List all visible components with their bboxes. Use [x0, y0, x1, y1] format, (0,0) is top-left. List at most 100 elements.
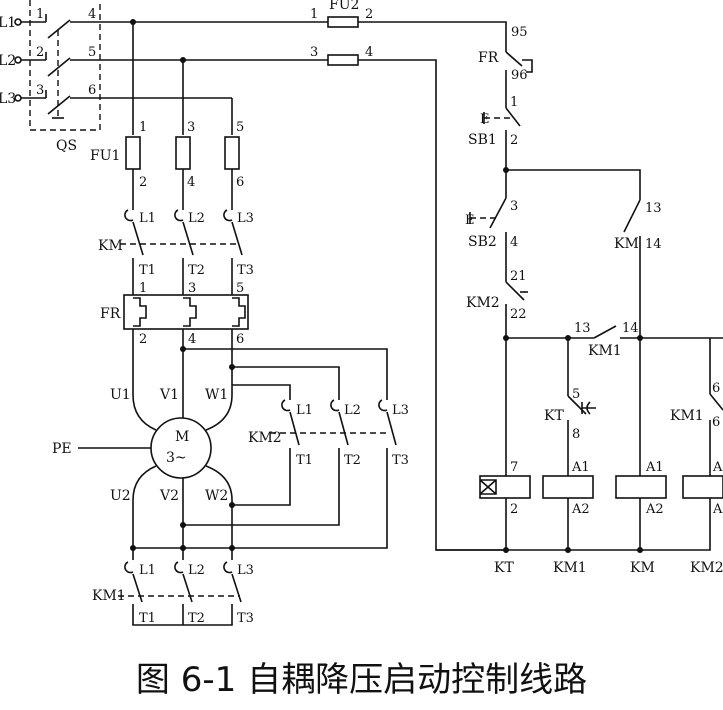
qs-pin-3: 3 — [36, 83, 44, 98]
sb1-stop-button: E SB1 1 2 — [468, 92, 521, 170]
kt-timed-contact: KT 5 8 — [544, 338, 596, 476]
fu1-pin-2: 2 — [139, 175, 147, 190]
motor-3phase: 3~ — [166, 450, 187, 466]
fu2-label: FU2 — [329, 0, 359, 13]
motor-m: M — [175, 429, 189, 445]
fr-pin-5: 5 — [236, 281, 244, 296]
km2-t2: T2 — [344, 453, 361, 468]
km1-coil-a2: A2 — [571, 502, 590, 517]
u2-label: U2 — [110, 488, 131, 504]
fr-pin-2: 2 — [139, 332, 147, 347]
qs-pin-6: 6 — [88, 83, 96, 98]
km1-t1: T1 — [139, 611, 156, 626]
fu2-pin-2: 2 — [365, 7, 373, 22]
km1-aux-14: 14 — [622, 321, 639, 336]
km-l3: L3 — [237, 211, 254, 226]
fu1-pin-3: 3 — [187, 120, 195, 135]
fr-pin-1: 1 — [139, 281, 147, 296]
sb2-label: SB2 — [468, 234, 497, 250]
sb1-label: SB1 — [468, 132, 497, 148]
sb2-pin-3: 3 — [510, 199, 518, 214]
km1-t3: T3 — [237, 611, 254, 626]
km2-label: KM2 — [248, 430, 282, 446]
km1-nc-label: KM1 — [670, 408, 704, 424]
km1-delta-contacts: KM1 L1 L2 L3 T1 T2 T3 — [92, 548, 254, 626]
km-hold-label: KM — [614, 236, 639, 252]
motor: M 3~ PE U1 V1 W1 U2 V2 W2 — [52, 387, 235, 551]
km1-aux-13: 13 — [574, 321, 591, 336]
qs-label: QS — [56, 138, 77, 154]
qs-isolator: 1 2 3 4 5 6 QS — [29, 0, 232, 154]
fu2-pin-4: 4 — [365, 45, 373, 60]
km2-l2: L2 — [344, 403, 361, 418]
qs-pin-2: 2 — [36, 45, 44, 60]
km-coil-a1: A1 — [645, 460, 664, 475]
fu1-pin-6: 6 — [236, 175, 244, 190]
qs-pin-5: 5 — [88, 45, 96, 60]
km-hold-contact: KM 13 14 — [614, 199, 662, 340]
km2-star-contacts: KM2 L1 L2 L3 T1 T2 T3 — [133, 399, 409, 549]
sb1-e: E — [480, 112, 490, 127]
fr-95: 95 — [511, 25, 528, 40]
u1-label: U1 — [110, 387, 131, 403]
coil-km2-label: KM2 — [690, 560, 723, 576]
km1-aux-contact: KM1 13 14 — [503, 321, 723, 359]
sb2-pin-4: 4 — [510, 235, 518, 250]
pe-label: PE — [52, 441, 72, 457]
qs-pin-1: 1 — [36, 7, 44, 22]
km2-l1: L1 — [296, 403, 313, 418]
kt-coil-2: 2 — [510, 502, 518, 517]
km1-nc-contact: KM1 6 6 — [670, 338, 723, 476]
fu2-pin-3: 3 — [310, 45, 318, 60]
v1-label: V1 — [159, 387, 179, 403]
km2-l3: L3 — [392, 403, 409, 418]
w2-label: W2 — [205, 488, 228, 504]
figure-caption: 图 6-1 自耦降压启动控制线路 — [135, 660, 588, 700]
fr-nc-contact: FR 95 96 — [478, 25, 533, 92]
km-t3: T3 — [237, 263, 254, 278]
km-main-contacts: KM L1 L2 L3 T1 T2 T3 — [98, 209, 254, 295]
fr-label: FR — [100, 306, 121, 322]
sb2-start-button: E SB2 3 4 — [465, 170, 518, 260]
wiring-diagram: L1 L2 L3 1 2 3 4 5 6 QS FU2 — [0, 0, 723, 626]
km1-label: KM1 — [92, 588, 126, 604]
km-l1: L1 — [139, 211, 156, 226]
km2-nc-22: 22 — [510, 307, 527, 322]
v2-label: V2 — [159, 488, 179, 504]
l1-label: L1 — [0, 15, 16, 31]
km-hold-13: 13 — [645, 201, 662, 216]
km-coil-a2: A2 — [645, 502, 664, 517]
kt-pin-5: 5 — [572, 387, 580, 402]
km1-t2: T2 — [188, 611, 205, 626]
qs-pin-4: 4 — [88, 7, 96, 22]
km1-nc-6b: 6 — [712, 415, 720, 430]
km-hold-14: 14 — [645, 237, 662, 252]
fu2-pin-1: 1 — [310, 7, 318, 22]
sb1-pin-2: 2 — [510, 133, 518, 148]
l3-label: L3 — [0, 91, 16, 107]
km1-coil-a1: A1 — [571, 460, 590, 475]
km2-coil-a1: A1 — [712, 460, 723, 475]
km-label: KM — [98, 238, 123, 254]
kt-pin-8: 8 — [572, 427, 580, 442]
km2-t1: T1 — [296, 453, 313, 468]
km-l2: L2 — [188, 211, 205, 226]
kt-contact-label: KT — [544, 408, 564, 424]
coil-km1-label: KM1 — [553, 560, 587, 576]
km1-aux-label: KM1 — [588, 343, 622, 359]
km1-nc-6a: 6 — [712, 381, 720, 396]
l2-label: L2 — [0, 53, 16, 69]
main-circuit: L1 L2 L3 1 2 3 4 5 6 QS FU2 — [0, 0, 507, 626]
fu1-pin-5: 5 — [236, 120, 244, 135]
km1-l1: L1 — [139, 563, 156, 578]
fu1-pin-4: 4 — [187, 175, 195, 190]
w1-label: W1 — [205, 387, 228, 403]
km2-nc-21: 21 — [510, 269, 527, 284]
fu1-fuses: FU1 1 3 5 2 4 6 — [90, 120, 244, 210]
fu1-pin-1: 1 — [139, 120, 147, 135]
km1-l3: L3 — [237, 563, 254, 578]
coil-kt-label: KT — [494, 560, 514, 576]
coil-km-label: KM — [630, 560, 655, 576]
supply-terminals: L1 L2 L3 — [0, 15, 46, 107]
km2-coil-a2: A — [712, 502, 723, 517]
